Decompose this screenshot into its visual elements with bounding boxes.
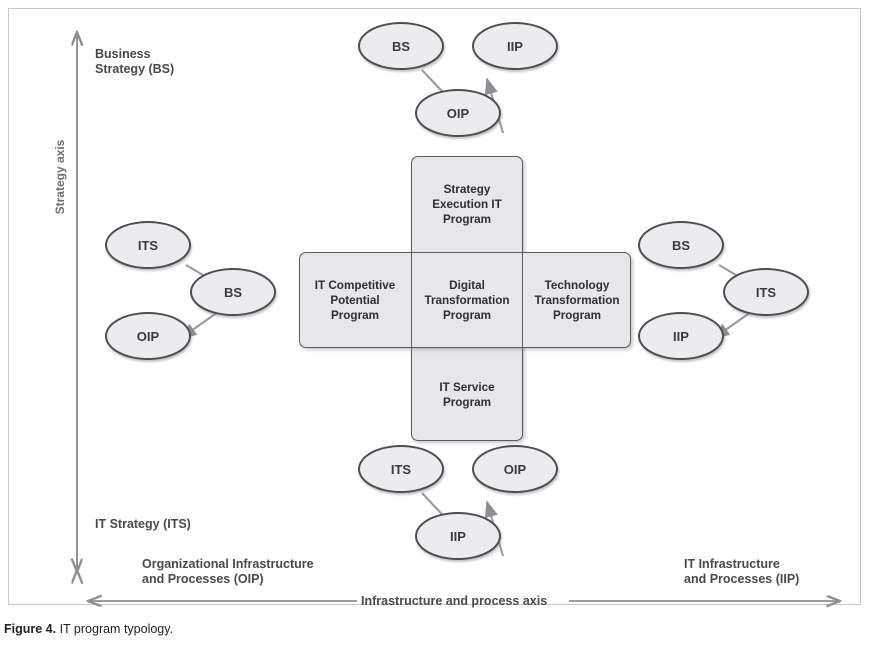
node-bottom-oip: OIP (472, 445, 558, 493)
node-label: BS (223, 284, 243, 300)
program-cell-it-competitive-potential: IT Competitive Potential Program (314, 278, 396, 322)
figure-frame: Business Strategy (BS) IT Strategy (ITS)… (8, 8, 861, 608)
node-label: IIP (507, 38, 523, 54)
program-cell-strategy-execution: Strategy Execution IT Program (432, 182, 502, 226)
node-label: OIP (503, 461, 527, 477)
node-right-iip: IIP (638, 312, 724, 360)
caption-text: IT program typology. (56, 622, 174, 636)
program-cell-digital-transformation: Digital Transformation Program (411, 252, 523, 348)
node-bottom-iip: IIP (415, 512, 501, 560)
program-cell-it-service: IT Service Program (439, 380, 495, 409)
program-cell-technology-transformation: Technology Transformation Program (534, 278, 620, 322)
program-box-horizontal (299, 252, 631, 348)
axis-label-it-strategy: IT Strategy (ITS) (95, 517, 191, 531)
node-label: BS (671, 237, 691, 253)
node-label: OIP (136, 328, 160, 344)
node-label: ITS (137, 237, 159, 253)
node-left-bs: BS (190, 268, 276, 316)
node-left-oip: OIP (105, 312, 191, 360)
node-label: ITS (755, 284, 777, 300)
node-label: BS (391, 38, 411, 54)
node-right-bs: BS (638, 221, 724, 269)
axis-label-business-strategy: Business Strategy (BS) (95, 47, 175, 76)
axis-label-it-infrastructure: IT Infrastructure and Processes (IIP) (684, 557, 800, 586)
node-top-oip: OIP (415, 89, 501, 137)
node-bottom-its: ITS (358, 445, 444, 493)
node-label: OIP (446, 105, 470, 121)
caption-label: Figure 4. (4, 622, 57, 636)
horizontal-axis-title: Infrastructure and process axis (361, 594, 548, 608)
figure-caption: Figure 4. IT program typology. (4, 622, 173, 636)
node-top-bs: BS (358, 22, 444, 70)
node-top-iip: IIP (472, 22, 558, 70)
vertical-axis-title: Strategy axis (53, 139, 67, 215)
node-left-its: ITS (105, 221, 191, 269)
axis-label-organizational-infrastructure: Organizational Infrastructure and Proces… (142, 557, 314, 586)
node-label: ITS (390, 461, 412, 477)
node-label: IIP (673, 328, 689, 344)
node-label: IIP (450, 528, 466, 544)
node-right-its: ITS (723, 268, 809, 316)
